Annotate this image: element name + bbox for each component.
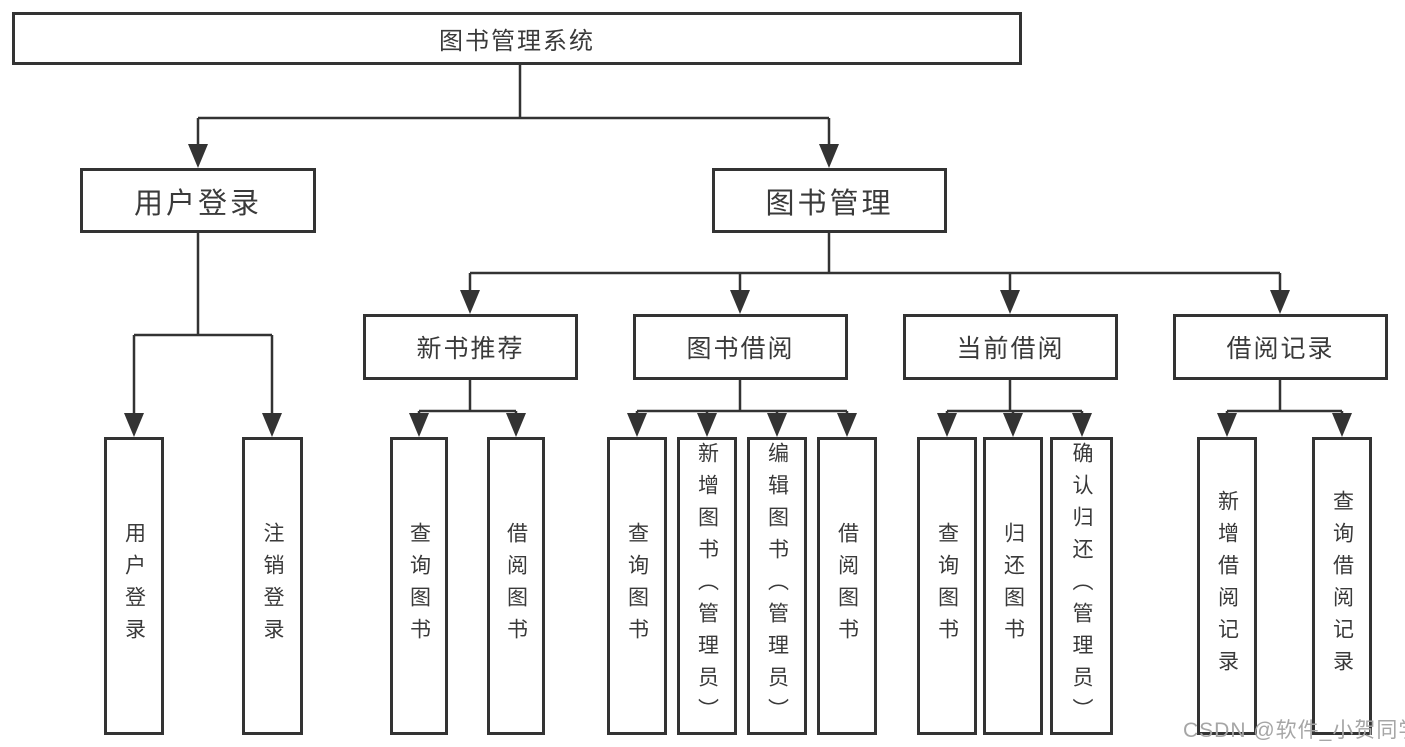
leaf-query-borrow-record: 查询借阅记录: [1312, 437, 1372, 735]
leaf-edit-book-admin: 编辑图书（管理员）: [747, 437, 807, 735]
connector-user-login-children: [132, 233, 274, 415]
leaf-add-book-admin: 新增图书（管理员）: [677, 437, 737, 735]
leaf-query-books-borrow: 查询图书: [607, 437, 667, 735]
arrowhead: [837, 413, 857, 437]
leaf-borrow-books: 借阅图书: [817, 437, 877, 735]
connector-new-book-children: [417, 380, 518, 417]
node-current-borrow: 当前借阅: [903, 314, 1118, 380]
arrowhead: [937, 413, 957, 437]
leaf-return-book: 归还图书: [983, 437, 1043, 735]
node-book-management: 图书管理: [712, 168, 947, 233]
arrowhead: [767, 413, 787, 437]
arrowhead: [1270, 290, 1290, 314]
arrowhead: [1332, 413, 1352, 437]
arrowhead: [730, 290, 750, 314]
arrowhead: [460, 290, 480, 314]
arrowhead: [262, 413, 282, 437]
node-book-borrow: 图书借阅: [633, 314, 848, 380]
arrowhead: [188, 144, 208, 168]
arrowhead: [697, 413, 717, 437]
leaf-confirm-return-admin: 确认归还（管理员）: [1050, 437, 1113, 735]
leaf-user-login: 用户登录: [104, 437, 164, 735]
leaf-add-borrow-record: 新增借阅记录: [1197, 437, 1257, 735]
arrowhead: [506, 413, 526, 437]
arrowhead: [1003, 413, 1023, 437]
arrowhead: [1000, 290, 1020, 314]
arrowhead: [819, 144, 839, 168]
connector-borrow-records-children: [1225, 380, 1344, 417]
arrowhead: [1217, 413, 1237, 437]
connector-current-borrow-children: [945, 380, 1084, 417]
arrowhead: [1072, 413, 1092, 437]
arrowhead: [409, 413, 429, 437]
connector-book-management-children: [468, 233, 1282, 292]
node-new-book-recommend: 新书推荐: [363, 314, 578, 380]
leaf-query-books-current: 查询图书: [917, 437, 977, 735]
csdn-watermark: CSDN @软件_小贺同学: [1183, 719, 1405, 742]
connector-root-to-level2: [196, 65, 831, 146]
connector-book-borrow-children: [635, 380, 849, 417]
arrowhead: [124, 413, 144, 437]
node-borrow-records: 借阅记录: [1173, 314, 1388, 380]
arrowhead: [627, 413, 647, 437]
leaf-logout-login: 注销登录: [242, 437, 303, 735]
arrowheads: [124, 144, 1352, 437]
leaf-borrow-books-recommend: 借阅图书: [487, 437, 545, 735]
node-user-login: 用户登录: [80, 168, 316, 233]
leaf-query-books-recommend: 查询图书: [390, 437, 448, 735]
node-library-management-system: 图书管理系统: [12, 12, 1022, 65]
